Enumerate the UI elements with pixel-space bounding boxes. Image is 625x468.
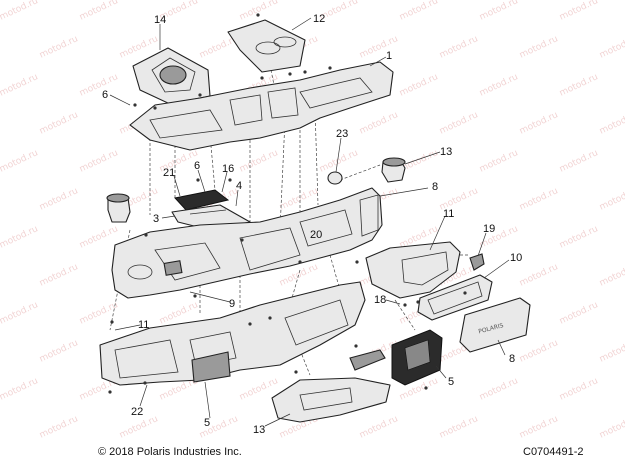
watermark-text: motod.ru [598,34,625,61]
watermark-text: motod.ru [558,376,600,403]
part-1-upper-dash [129,61,394,151]
callout-17: 16 [222,163,234,175]
watermark-text: motod.ru [518,338,560,365]
callout-21: 21 [163,167,175,179]
part-8-glovebox-door: POLARIS [459,297,531,353]
watermark-text: motod.ru [78,0,120,23]
watermark-text: motod.ru [0,224,40,251]
watermark-text: motod.ru [78,72,120,99]
watermark-text: motod.ru [118,414,160,441]
watermark-text: motod.ru [598,262,625,289]
part-4-gauge-display [391,329,443,386]
watermark-text: motod.ru [478,0,520,23]
watermark-text: motod.ru [598,338,625,365]
watermark-text: motod.ru [518,262,560,289]
watermark-text: motod.ru [438,34,480,61]
watermark-text: motod.ru [478,376,520,403]
callout-11: 11 [138,319,149,331]
callout-23: 23 [336,128,348,140]
callout-10: 10 [510,252,522,264]
watermark-text: motod.ru [38,338,80,365]
callout-22: 22 [131,406,143,418]
watermark-text: motod.ru [398,0,440,23]
watermark-text: motod.ru [0,376,40,403]
part-14-cupholder-cover [227,19,306,73]
callout-13: 13 [253,424,265,436]
watermark-text: motod.ru [598,110,625,137]
part-13-lower-panel [271,349,391,423]
callout-15: 13 [440,146,452,158]
watermark-text: motod.ru [438,414,480,441]
callout-20: 20 [310,229,322,241]
watermark-text: motod.ru [518,186,560,213]
watermark-text: motod.ru [478,148,520,175]
watermark-text: motod.ru [558,300,600,327]
watermark-text: motod.ru [38,110,80,137]
part-21-plate [174,189,230,211]
part-cup-insert-left [106,193,131,223]
callout-12: 11 [443,208,454,220]
callout-labels: 14 12 1 6 23 13 6 16 21 4 3 8 20 11 19 1… [102,13,522,436]
watermark-text: motod.ru [38,34,80,61]
part-15-cup-insert [381,157,406,183]
watermark-text: motod.ru [558,72,600,99]
watermark-text: motod.ru [518,110,560,137]
callout-7: 8 [432,181,438,193]
callout-8: 8 [509,353,515,365]
callout-4: 5 [448,376,454,388]
watermark-text: motod.ru [518,34,560,61]
part-12-storage-bin [365,241,461,299]
watermark-text: motod.ru [478,72,520,99]
fasteners [108,13,467,394]
watermark-text: motod.ru [238,148,280,175]
watermark-text: motod.ru [598,414,625,441]
callout-3: 4 [236,180,242,192]
watermark-text: motod.ru [78,148,120,175]
watermark-text: motod.ru [358,414,400,441]
watermark-text: motod.ru [38,414,80,441]
callout-6a: 6 [102,89,108,101]
watermark-text: motod.ru [598,186,625,213]
watermark-text: motod.ru [358,34,400,61]
part-23-cap [327,171,343,185]
callout-14: 12 [313,13,325,25]
copyright-notice: © 2018 Polaris Industries Inc. [98,446,242,458]
callout-2: 3 [153,213,159,225]
watermark-text: motod.ru [38,186,80,213]
part-16-gauge-bezel [132,47,211,105]
watermark-text: motod.ru [0,72,40,99]
callout-16: 14 [154,14,166,26]
drawing-number: C0704491-2 [523,446,584,458]
watermark-text: motod.ru [0,0,40,23]
callout-5: 5 [204,417,210,429]
part-7-dash-frame [111,187,383,299]
watermark-text: motod.ru [438,110,480,137]
watermark-text: motod.ru [518,414,560,441]
part-10-door-frame [417,274,493,321]
watermark-text: motod.ru [0,148,40,175]
leader-lines [109,17,510,427]
watermark-text: motod.ru [78,224,120,251]
watermark-text: motod.ru [38,262,80,289]
watermark-text: motod.ru [0,300,40,327]
callout-6b: 6 [194,160,200,172]
callout-19: 19 [483,223,495,235]
watermark-text: motod.ru [558,224,600,251]
watermark-text: motod.ru [558,0,600,23]
callout-18: 18 [374,294,386,306]
watermark-text: motod.ru [358,110,400,137]
part-5-lower-dash [99,281,366,386]
watermark-text: motod.ru [238,0,280,23]
callout-9: 9 [229,298,235,310]
watermark-text: motod.ru [558,148,600,175]
callout-1: 1 [386,50,392,62]
watermark-text: motod.ru [398,72,440,99]
